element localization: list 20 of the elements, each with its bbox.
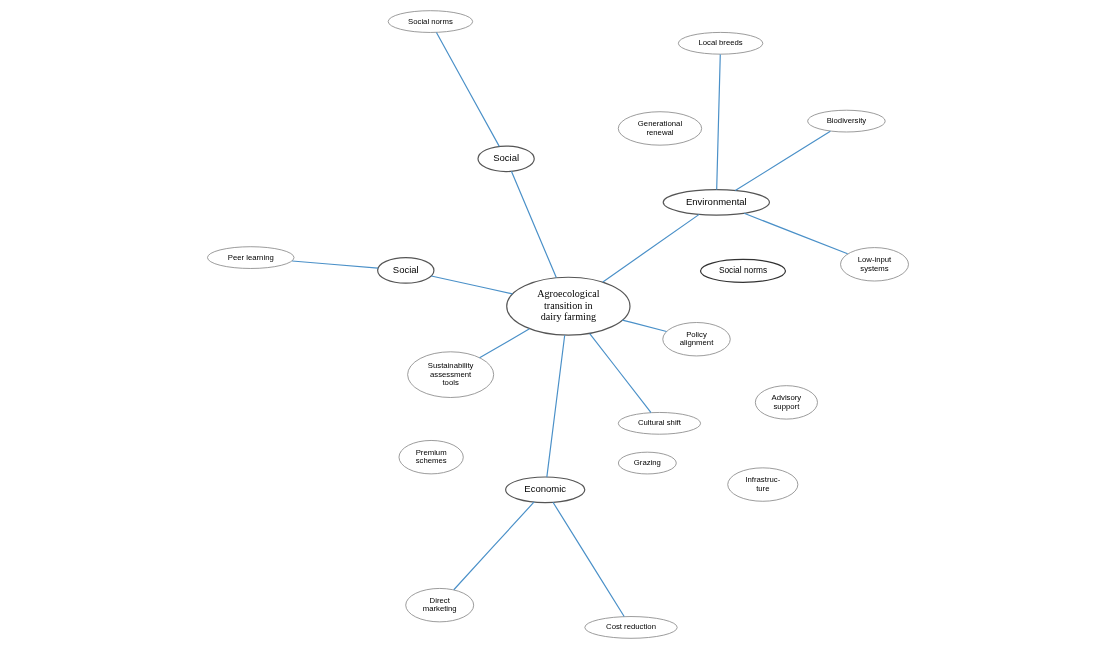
node-ellipse: Social norms xyxy=(699,258,786,283)
connector xyxy=(510,170,557,279)
node-ellipse: Environmental xyxy=(662,189,770,216)
connector xyxy=(478,328,530,359)
connector xyxy=(435,31,500,147)
node-ellipse: Social xyxy=(476,145,535,173)
connector xyxy=(621,319,667,333)
connector xyxy=(734,130,831,192)
connector xyxy=(588,333,652,414)
connector xyxy=(742,212,848,255)
node-ellipse: Agroecological transition in dairy farming xyxy=(505,276,631,336)
connector xyxy=(452,501,535,591)
connector xyxy=(601,213,700,283)
connector xyxy=(430,275,513,295)
connector xyxy=(551,501,625,618)
node-ellipse: Economic xyxy=(504,476,585,504)
connector xyxy=(715,53,721,191)
connector xyxy=(291,260,378,269)
connector xyxy=(545,334,565,478)
node-ellipse: Social xyxy=(376,257,434,284)
